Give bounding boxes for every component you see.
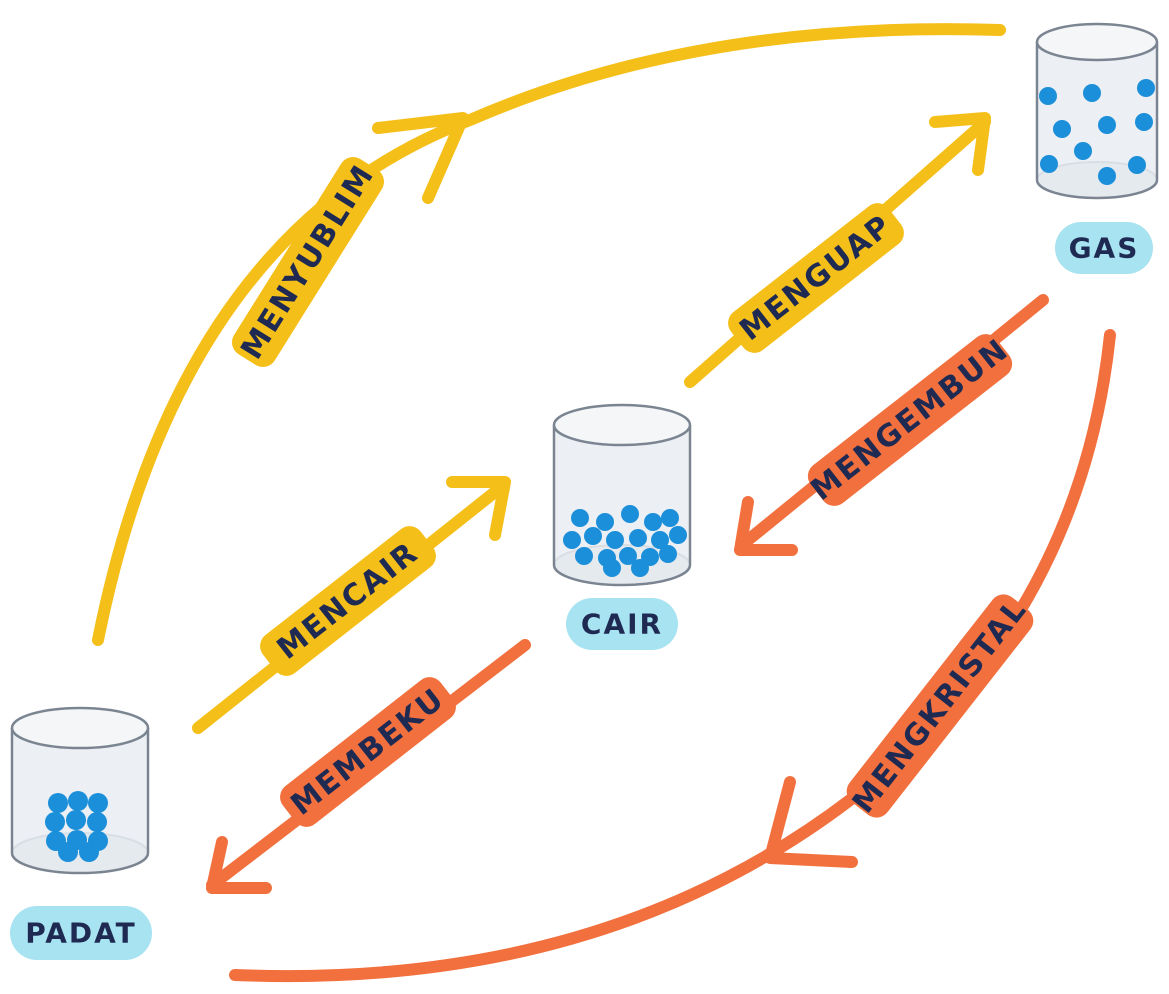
arrow-menyublim [92,23,1006,646]
label-mencair-text: MENCAIR [271,535,426,667]
label-mengembun-text: MENGEMBUN [804,332,1015,508]
state-gas-label: GAS [1069,232,1140,265]
state-padat: PADAT [10,906,152,960]
label-menguap-text: MENGUAP [733,208,899,348]
state-gas: GAS [1055,222,1153,274]
jar-padat-icon [10,706,150,875]
jar-cair-icon [552,403,692,587]
label-menguap: MENGUAP [728,203,904,353]
state-cair-label: CAIR [581,608,663,641]
label-mengkristal-text: MENGKRISTAL [846,592,1035,820]
label-menyublim: MENYUBLIM [231,157,385,367]
arrow-mengkristal [229,329,1116,983]
label-mencair: MENCAIR [260,526,436,676]
label-mengembun: MENGEMBUN [804,332,1015,508]
jar-gas-icon [1035,22,1159,200]
label-mengkristal: MENGKRISTAL [846,592,1035,820]
state-cair: CAIR [566,598,678,650]
label-menyublim-text: MENYUBLIM [234,158,382,365]
state-padat-label: PADAT [25,917,136,950]
label-membeku-text: MEMBEKU [284,681,451,822]
label-membeku: MEMBEKU [280,677,456,827]
